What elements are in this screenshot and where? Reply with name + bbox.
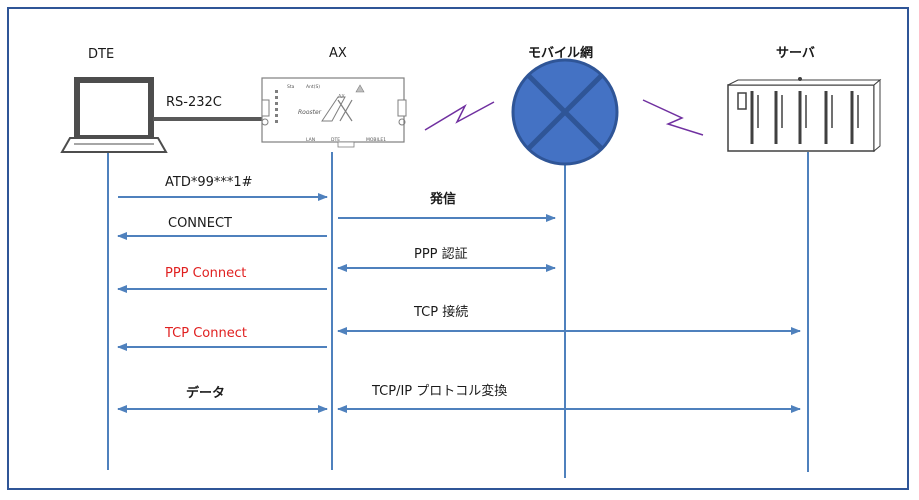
device-port-mobile: MOBILE1 (366, 137, 386, 143)
msg-ppp-connect: PPP Connect (165, 266, 246, 281)
device-led-label-2: Ant(S) (306, 84, 320, 90)
device-port-lan: LAN (306, 137, 315, 143)
wireless-link-icon (642, 99, 704, 136)
msg-tcp-connect: TCP Connect (164, 326, 247, 341)
msg-connect: CONNECT (168, 216, 232, 231)
laptop-icon (60, 77, 168, 153)
server-rack-icon (727, 77, 882, 153)
msg-tcp-conn: TCP 接続 (413, 304, 468, 320)
device-led-label-1: Sta (287, 84, 295, 90)
msg-conversion: TCP/IP プロトコル変換 (371, 383, 507, 399)
network-globe-icon (511, 58, 619, 166)
wireless-link-icon (424, 101, 495, 131)
dte-header: DTE (88, 47, 114, 62)
device-brand: Rooster (298, 109, 322, 116)
ax-header: AX (329, 46, 347, 61)
device-port-dte: DTE (331, 137, 340, 143)
msg-call: 発信 (429, 191, 456, 207)
server-header: サーバ (776, 46, 815, 61)
router-device-icon (261, 77, 407, 148)
msg-data: データ (186, 385, 225, 401)
mobile-network-header: モバイル網 (528, 45, 593, 61)
msg-ppp-auth: PPP 認証 (414, 246, 468, 262)
device-model: AX (338, 94, 345, 100)
msg-atd: ATD*99***1# (165, 175, 253, 190)
cable-label: RS-232C (166, 95, 222, 110)
